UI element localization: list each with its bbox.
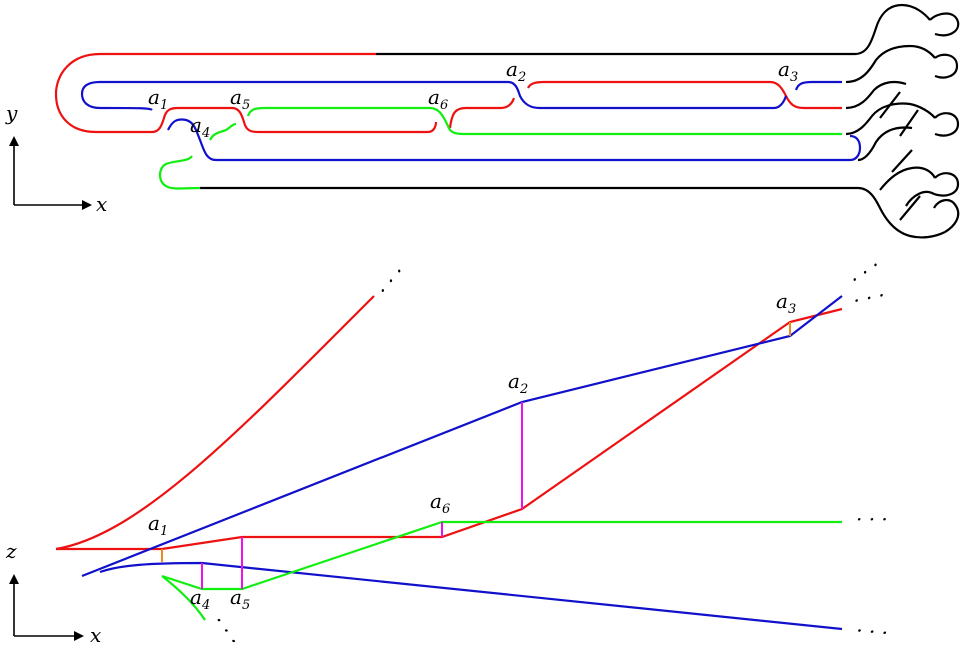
y-axis-label: y <box>5 101 18 125</box>
green-line <box>161 520 842 591</box>
label-a2-side: a2 <box>508 369 528 397</box>
label-a2-top: a2 <box>506 57 526 85</box>
green-tail <box>161 575 206 621</box>
red-strand-outer-loop <box>54 52 438 134</box>
blue-strand-lower <box>167 118 862 162</box>
x-axis-label-top: x <box>96 192 107 216</box>
blue-line-falling <box>99 561 843 631</box>
ellipsis-red-top: · · · <box>851 283 887 313</box>
x-axis-label-side: x <box>90 623 101 647</box>
red-curve-rising <box>55 295 375 551</box>
green-strand-main <box>246 106 842 136</box>
green-strand-lower-loop <box>158 155 201 190</box>
ellipsis-red-curve: · · · <box>372 261 411 301</box>
ellipsis-blue-bottom: · · · <box>855 618 889 645</box>
label-a6-top: a6 <box>428 85 448 113</box>
z-axis-label: z <box>5 539 17 563</box>
label-a5-side: a5 <box>230 585 250 613</box>
label-a3-side: a3 <box>776 289 796 317</box>
top-view: a1 a2 a3 a4 a5 a6 y x <box>5 3 960 239</box>
blue-strand-upper <box>80 80 788 111</box>
ellipsis-green-tail: · · · <box>207 611 245 651</box>
blue-line-rising <box>81 295 843 578</box>
green-strand-a4 <box>209 122 237 141</box>
label-a5-top: a5 <box>230 85 250 113</box>
red-strand-segment-a6-a2 <box>448 97 516 129</box>
ellipsis-green: · · · <box>856 507 888 531</box>
side-view: a1 a2 a3 a4 a5 a6 · · · · · · · · · · · … <box>5 253 889 650</box>
black-end-loops <box>845 12 960 233</box>
label-a3-top: a3 <box>778 57 798 85</box>
label-a1-top: a1 <box>148 85 168 113</box>
blue-strand-a3-end <box>794 80 842 91</box>
label-a6-side: a6 <box>430 489 450 517</box>
black-strand-top <box>376 3 931 56</box>
black-strand-bottom <box>200 186 946 239</box>
red-strand-segment-a2-a3 <box>527 80 842 110</box>
label-a1-side: a1 <box>148 511 168 539</box>
label-a4-top: a4 <box>190 113 210 141</box>
